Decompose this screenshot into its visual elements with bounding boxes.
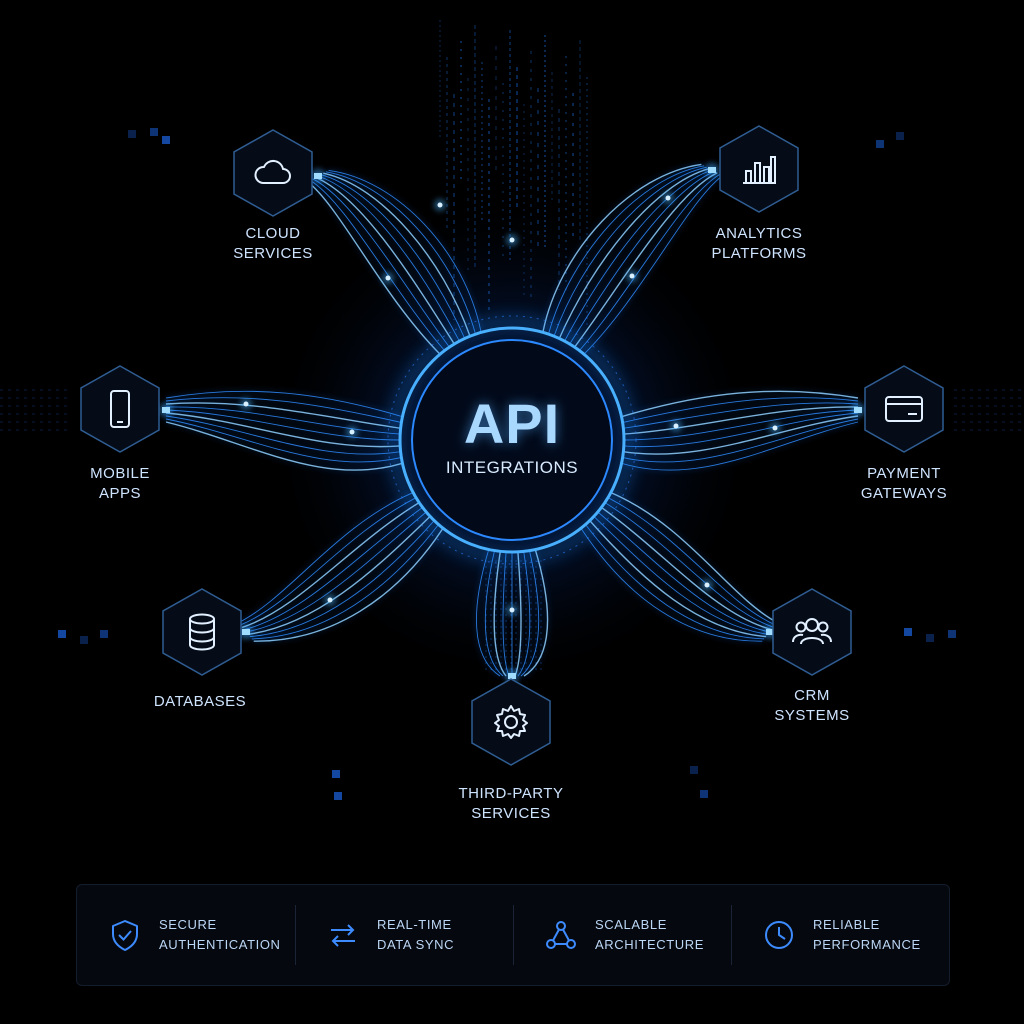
connector-bundle — [237, 491, 445, 643]
shield-check-icon — [112, 920, 138, 951]
pixel-block — [876, 140, 884, 148]
signal-dot — [673, 423, 679, 429]
node-databases-label: DATABASES — [153, 693, 247, 710]
pixel-block — [332, 770, 340, 778]
signal-dot — [437, 202, 443, 208]
endpoint-node — [854, 407, 862, 413]
signal-dot — [704, 582, 710, 588]
hub-label: API INTEGRATIONS — [412, 392, 612, 478]
node-cloud-services[interactable] — [228, 128, 318, 218]
signal-dot — [243, 401, 249, 407]
connector-bundle — [541, 162, 724, 356]
signal-dot — [327, 597, 333, 603]
connector-bundles — [165, 162, 859, 678]
signal-dot — [772, 425, 778, 431]
clock-icon — [765, 921, 793, 949]
endpoint-node — [508, 673, 516, 679]
pixel-block — [58, 630, 66, 638]
endpoint-node — [766, 629, 774, 635]
connector-bundle — [474, 549, 550, 678]
pixel-block — [100, 630, 108, 638]
node-mobile-apps[interactable] — [75, 364, 165, 454]
connector-bundle — [621, 389, 859, 472]
credit-card-icon — [885, 396, 923, 422]
signal-dot — [665, 195, 671, 201]
hub-subtitle: INTEGRATIONS — [445, 458, 579, 477]
cloud-icon — [254, 159, 291, 184]
pixel-block — [896, 132, 904, 140]
pixel-block — [128, 130, 136, 138]
node-payment-gateways[interactable] — [859, 364, 949, 454]
pixel-block — [926, 634, 934, 642]
node-analytics-platforms[interactable] — [714, 124, 804, 214]
signal-dot — [509, 237, 515, 243]
endpoint-node — [162, 407, 170, 413]
network-icon — [546, 921, 576, 949]
users-icon — [792, 618, 832, 645]
gear-icon — [494, 705, 528, 739]
connector-bundle — [165, 389, 403, 472]
endpoint-node — [242, 629, 250, 635]
pixel-block — [162, 136, 170, 144]
pixel-block — [690, 766, 698, 774]
pixel-block — [904, 628, 912, 636]
signal-dot — [629, 273, 635, 279]
endpoint-node — [708, 167, 716, 173]
node-third-party-services[interactable] — [466, 677, 556, 767]
database-icon — [189, 613, 215, 651]
signal-dot — [349, 429, 355, 435]
pixel-block — [150, 128, 158, 136]
pixel-block — [700, 790, 708, 798]
connector-bundle — [579, 491, 779, 643]
node-databases[interactable] — [157, 587, 247, 677]
bar-chart-icon — [743, 156, 776, 184]
hub-ring — [387, 315, 637, 565]
smartphone-icon — [110, 390, 130, 428]
signal-dot — [385, 275, 391, 281]
endpoint-node — [314, 173, 322, 179]
signal-dot — [509, 607, 515, 613]
pixel-block — [948, 630, 956, 638]
pixel-block — [80, 636, 88, 644]
pixel-block — [334, 792, 342, 800]
connector-bundle — [306, 168, 483, 356]
sync-arrows-icon — [331, 924, 355, 947]
node-crm-systems[interactable] — [767, 587, 857, 677]
hub-title: API — [463, 392, 561, 455]
